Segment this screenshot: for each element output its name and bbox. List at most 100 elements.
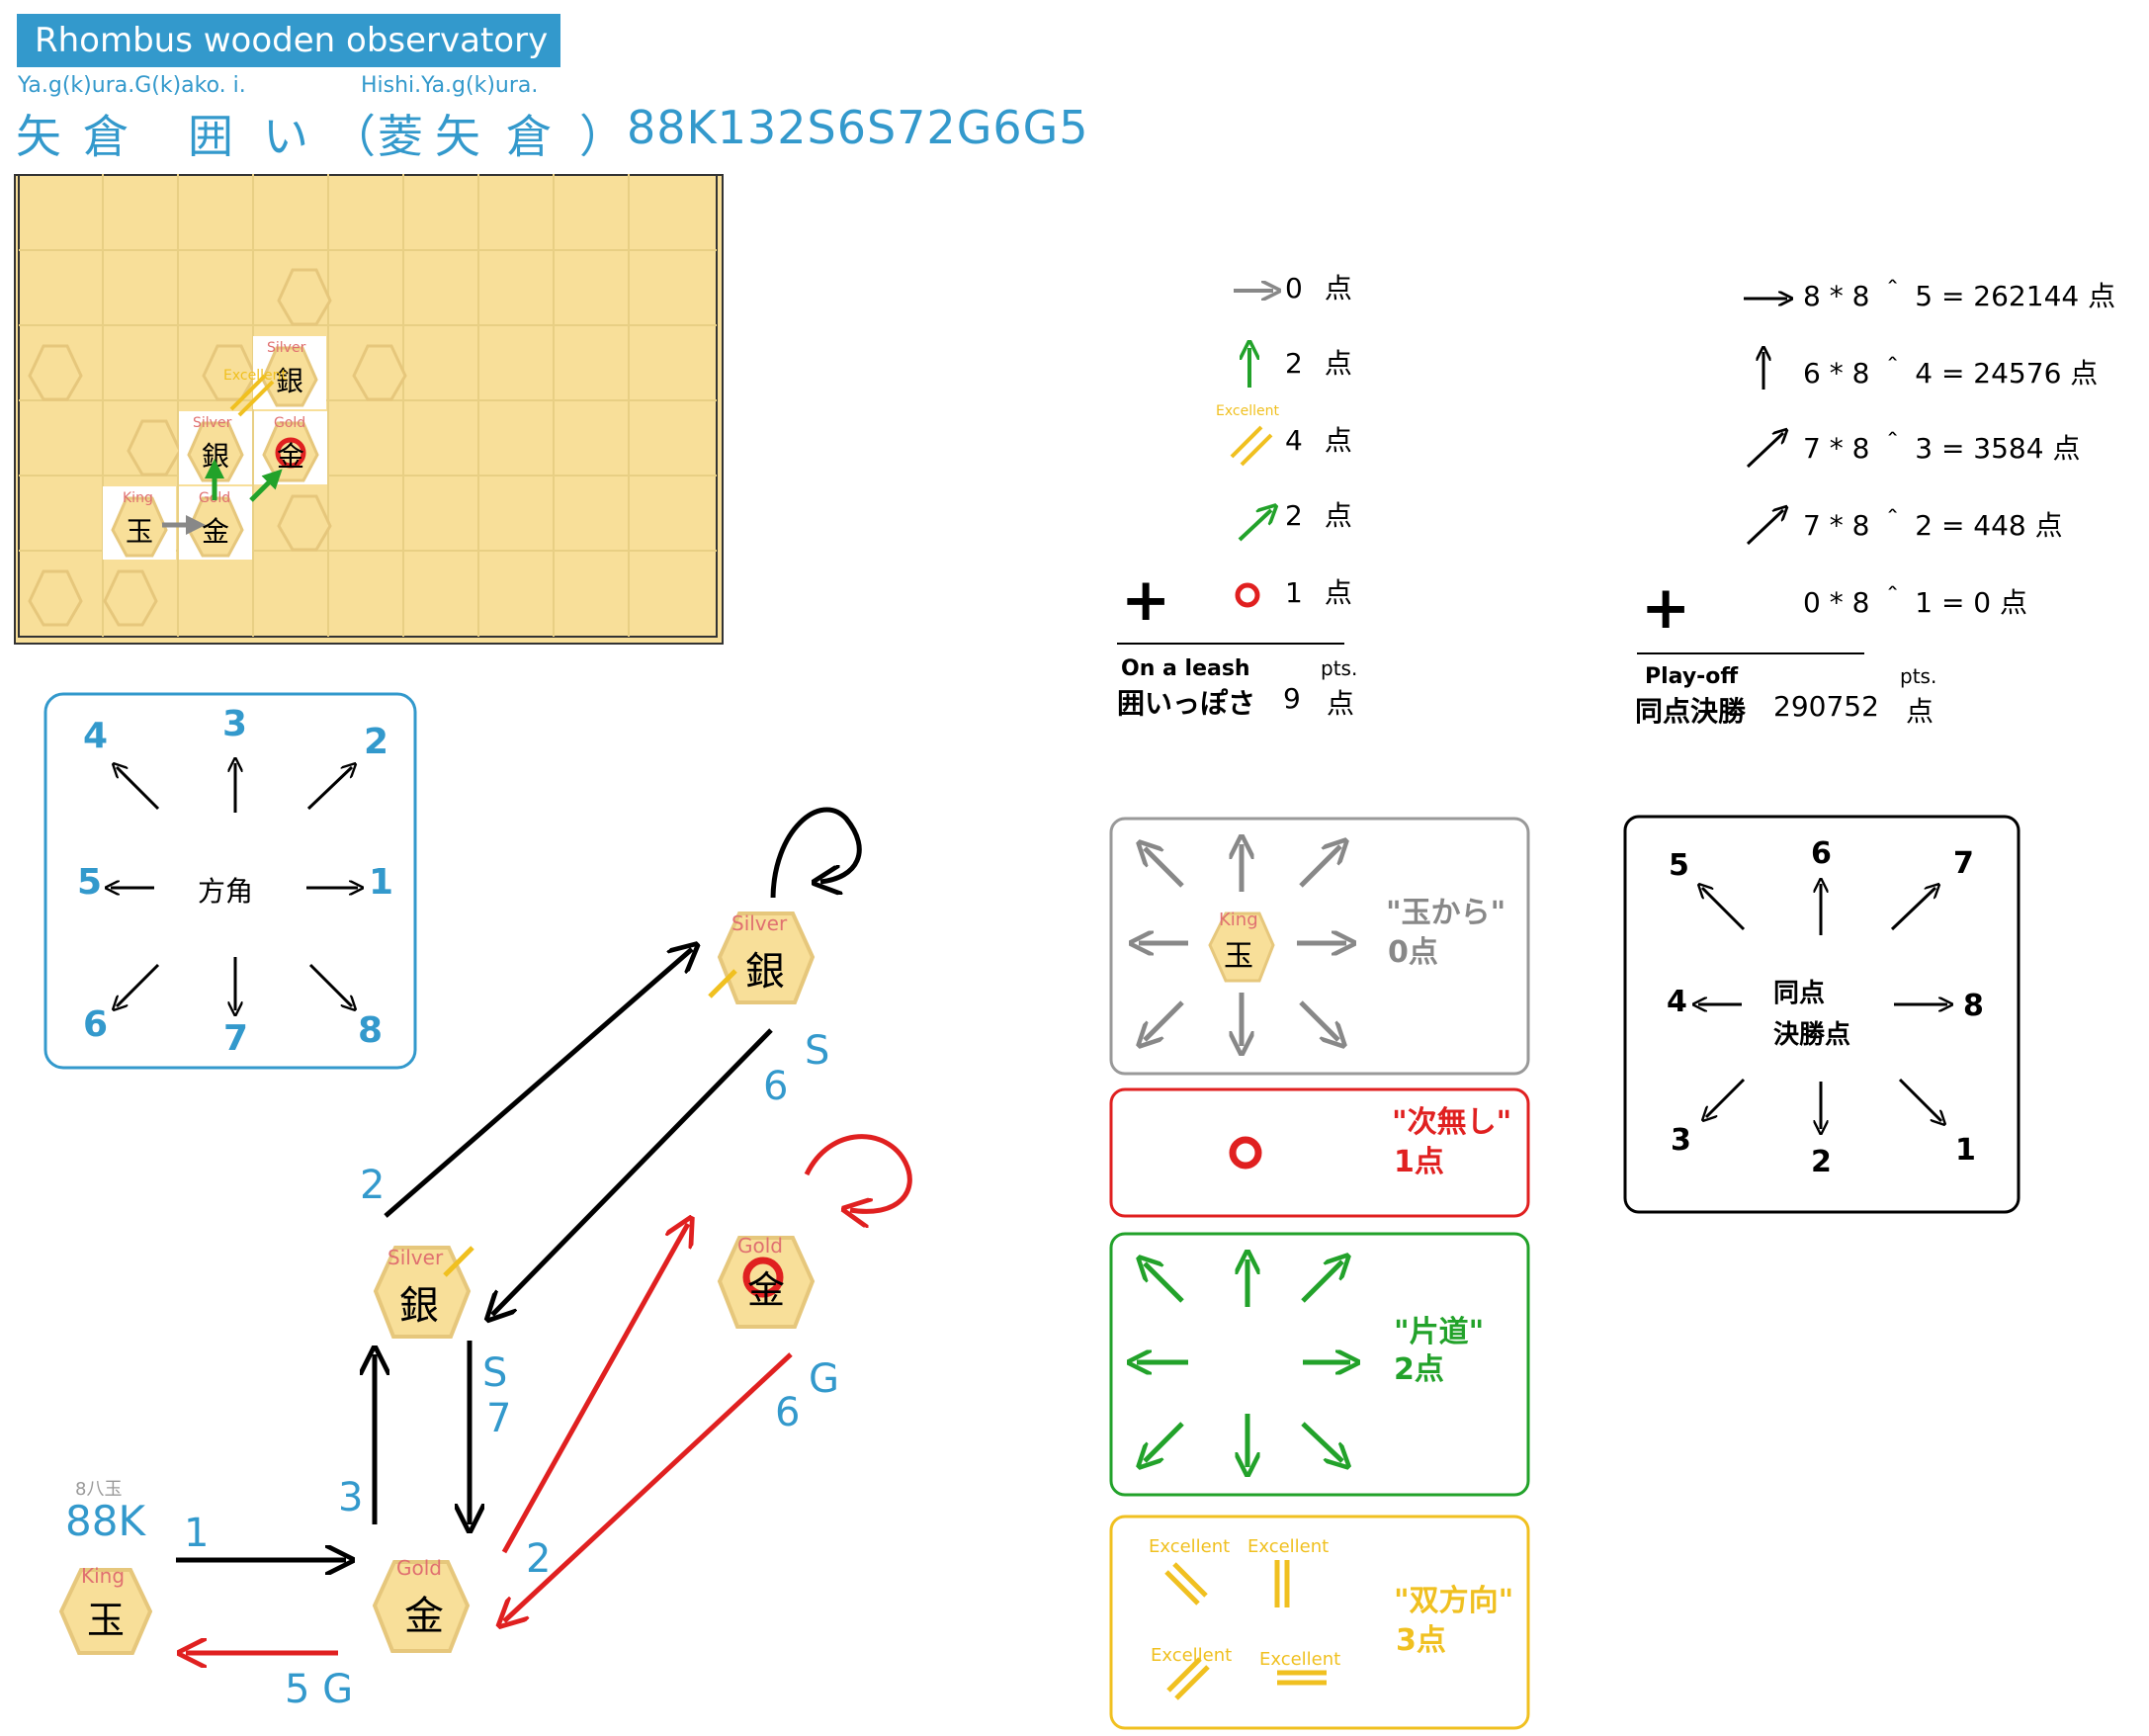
dir-number: 7 (223, 1018, 249, 1059)
heading-char: 囲 (188, 110, 239, 163)
panel-gray-label: "玉から" (1386, 896, 1506, 930)
piece-kanji: 金 (277, 440, 305, 473)
piece-label: Silver (267, 340, 306, 356)
excellent-label: Excellent (1259, 1649, 1341, 1670)
flow-king-code: 88K (65, 1497, 145, 1545)
edge-label: 6 (775, 1390, 801, 1435)
piece-kanji: 金 (747, 1268, 786, 1312)
points-right-row: 8 * 8 ＾ 5 = 262144 点 (1803, 280, 2116, 312)
piece-kanji: 玉 (126, 515, 154, 548)
blank-piece (103, 569, 158, 627)
excellent-label: Excellent (1151, 1645, 1233, 1666)
edge-label: S (482, 1350, 508, 1396)
flow-king-piece: King 玉 (49, 1556, 162, 1657)
piece-label: Silver (193, 415, 232, 431)
heading-char: 倉 (506, 110, 558, 163)
piece-label: Gold (396, 1556, 442, 1580)
edge-label: 2 (360, 1163, 386, 1208)
panel-red-label: "次無し" (1392, 1105, 1512, 1140)
panel-gray-points: 0点 (1388, 935, 1438, 970)
tiebreak-number: 3 (1671, 1123, 1691, 1158)
piece-kanji: 金 (202, 515, 230, 548)
panel-red-points: 1点 (1394, 1145, 1444, 1179)
panel-gray (1109, 817, 1530, 1076)
excellent-label: Excellent (1149, 1536, 1231, 1557)
piece-label: King (1219, 910, 1258, 930)
board-silver-piece-upper: Silver 銀 (253, 336, 326, 409)
tiebreak-number: 1 (1955, 1133, 1976, 1168)
flow-silver-piece-upper: Silver 銀 (706, 898, 826, 1006)
board-arrows (162, 374, 283, 535)
heading-char: （ (330, 110, 382, 163)
excellent-label: Excellent (1247, 1536, 1330, 1557)
edge-label: 3 (338, 1475, 364, 1520)
piece-label: Silver (387, 1246, 444, 1269)
tiebreak-number: 4 (1667, 985, 1687, 1019)
ruby-right: Hishi.Ya.g(k)ura. (361, 73, 539, 98)
divider (1117, 643, 1344, 645)
piece-kanji: 玉 (87, 1599, 126, 1642)
edge-label: S (805, 1028, 830, 1074)
points-right-icons (1744, 257, 1819, 546)
points-unit: 点 (1327, 687, 1355, 720)
piece-label: Gold (274, 415, 306, 431)
edge-label: 1 (184, 1511, 210, 1556)
blank-piece (127, 419, 182, 477)
pts-label: pts. (1321, 656, 1358, 680)
pts-label: pts. (1900, 664, 1937, 688)
tiebreak-number: 5 (1669, 848, 1689, 883)
flow-silver-piece-lower: Silver 銀 (362, 1232, 482, 1341)
dir-number: 3 (222, 704, 248, 744)
tiebreak-center-line2: 決勝点 (1773, 1020, 1851, 1050)
tiebreak-number: 7 (1953, 846, 1974, 881)
points-mid-label-en: On a leash (1121, 656, 1250, 681)
points-right-row: 7 * 8 ＾ 2 = 448 点 (1803, 509, 2063, 542)
panel-yellow-points: 3点 (1396, 1623, 1446, 1658)
dir-number: 2 (364, 722, 389, 762)
blank-piece (352, 344, 407, 401)
blank-piece (277, 494, 332, 552)
piece-label: Silver (731, 911, 788, 935)
heading-char: 倉 (83, 110, 134, 163)
points-right-total: 290752 (1773, 690, 1879, 723)
piece-label: Gold (737, 1234, 783, 1258)
blank-piece (277, 268, 332, 326)
edge-label: G (809, 1356, 839, 1402)
points-mid-label-jp: 囲いっぽさ (1117, 687, 1256, 720)
blank-piece (28, 344, 83, 401)
panel-yellow-label: "双方向" (1394, 1584, 1514, 1618)
panel-green (1109, 1232, 1530, 1497)
tiebreak-number: 2 (1811, 1145, 1832, 1179)
edge-label: 2 (526, 1536, 552, 1582)
points-right-row: 7 * 8 ＾ 3 = 3584 点 (1803, 432, 2081, 465)
flow-king-note: 8八玉 (75, 1479, 123, 1500)
tiebreak-number: 6 (1811, 836, 1832, 871)
heading-char: い (263, 110, 314, 163)
points-right-label-jp: 同点決勝 (1635, 695, 1747, 728)
dir-number: 8 (358, 1010, 384, 1051)
points-mid-total: 9 (1283, 682, 1301, 715)
piece-kanji: 銀 (276, 365, 304, 397)
ruby-left: Ya.g(k)ura.G(k)ako. i. (18, 73, 246, 98)
panel-red (1109, 1087, 1530, 1218)
points-right-row: 0 * 8 ＾ 1 = 0 点 (1803, 586, 2028, 619)
points-right-label-en: Play-off (1645, 664, 1739, 689)
direction-legend-panel (43, 692, 417, 1070)
piece-kanji: 金 (404, 1594, 444, 1639)
dir-number: 4 (83, 716, 109, 756)
tiebreak-center-line1: 同点 (1773, 979, 1826, 1008)
dir-number: 5 (77, 862, 103, 903)
dir-number: 1 (369, 862, 394, 903)
flow-gold-piece-lower: Gold 金 (361, 1546, 481, 1655)
heading-char: 矢 (435, 110, 486, 163)
page-title: Rhombus wooden observatory (17, 14, 560, 67)
piece-label: King (81, 1564, 126, 1588)
heading-char: 菱 (378, 110, 429, 163)
panel-yellow (1109, 1515, 1530, 1730)
board-excellent-label: Excellent (223, 368, 287, 384)
